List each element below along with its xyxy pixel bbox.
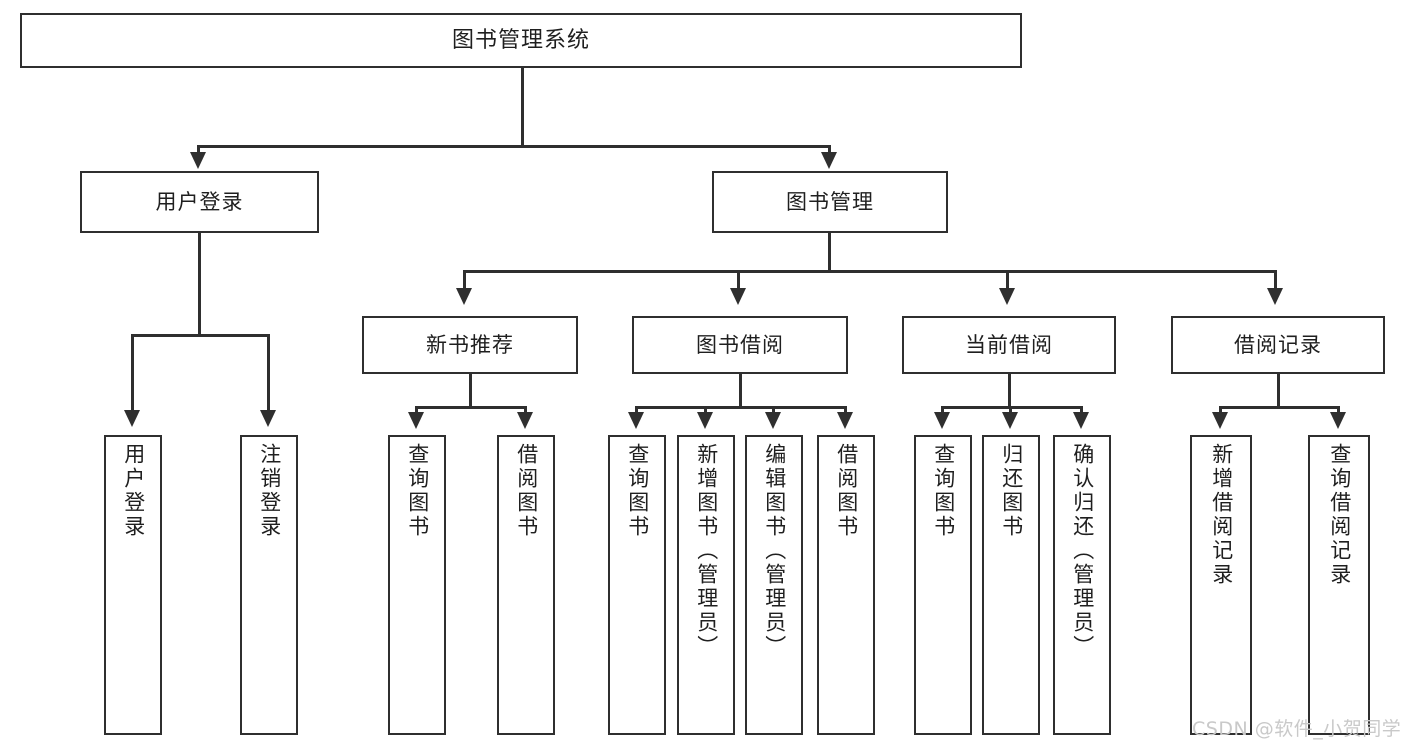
arrow-to-borrow-record	[1267, 288, 1283, 305]
leaf-label: 借阅图书	[514, 443, 539, 539]
leaf-edit-book-admin[interactable]: 编辑图书（管理员）	[745, 435, 803, 735]
arrow-to-leaf-add-book	[697, 412, 713, 429]
leaf-confirm-return-admin[interactable]: 确认归还（管理员）	[1053, 435, 1111, 735]
node-label: 图书管理	[786, 189, 874, 214]
arrow-to-leaf-add-record	[1212, 412, 1228, 429]
arrow-to-leaf-logout	[260, 410, 276, 427]
leaf-borrow-book[interactable]: 借阅图书	[817, 435, 875, 735]
arrow-to-leaf-user-login	[124, 410, 140, 427]
node-new-book-recommend[interactable]: 新书推荐	[362, 316, 578, 374]
node-label: 用户登录	[155, 189, 244, 214]
connector-current-borrow-stem	[1008, 374, 1011, 406]
connector-to-borrow-record	[1274, 270, 1277, 292]
leaf-user-login[interactable]: 用户登录	[104, 435, 162, 735]
arrow-to-leaf-confirm-return	[1073, 412, 1089, 429]
leaf-label: 查询借阅记录	[1327, 443, 1352, 587]
node-borrow-record[interactable]: 借阅记录	[1171, 316, 1385, 374]
leaf-label: 查询图书	[405, 443, 430, 539]
leaf-label: 编辑图书（管理员）	[762, 443, 787, 659]
leaf-label: 新增图书（管理员）	[694, 443, 719, 659]
connector-book-borrow-stem	[739, 374, 742, 406]
connector-to-current-borrow	[1006, 270, 1009, 292]
node-current-borrow[interactable]: 当前借阅	[902, 316, 1116, 374]
leaf-query-book-borrow[interactable]: 查询图书	[608, 435, 666, 735]
node-label: 借阅记录	[1234, 332, 1322, 357]
connector-book-mgmt-bar	[463, 270, 1277, 273]
connector-root-stem	[521, 68, 524, 145]
node-label: 新书推荐	[426, 332, 514, 357]
connector-borrow-record-bar	[1219, 406, 1340, 409]
leaf-return-book[interactable]: 归还图书	[982, 435, 1040, 735]
node-label: 图书管理系统	[451, 27, 590, 53]
connector-user-login-leaf-2	[267, 334, 270, 418]
connector-root-bar	[197, 145, 831, 148]
connector-new-book-stem	[469, 374, 472, 406]
leaf-add-book-admin[interactable]: 新增图书（管理员）	[677, 435, 735, 735]
leaf-logout[interactable]: 注销登录	[240, 435, 298, 735]
node-book-borrow[interactable]: 图书借阅	[632, 316, 848, 374]
leaf-add-borrow-record[interactable]: 新增借阅记录	[1190, 435, 1252, 735]
leaf-label: 用户登录	[121, 443, 146, 539]
connector-book-mgmt-stem	[828, 233, 831, 270]
leaf-query-book-current[interactable]: 查询图书	[914, 435, 972, 735]
leaf-label: 确认归还（管理员）	[1070, 443, 1095, 659]
node-book-management[interactable]: 图书管理	[712, 171, 948, 233]
connector-current-borrow-bar	[941, 406, 1083, 409]
connector-user-login-leaf-1	[131, 334, 134, 418]
leaf-label: 借阅图书	[834, 443, 859, 539]
connector-to-book-borrow	[737, 270, 740, 292]
connector-to-new-book	[463, 270, 466, 292]
leaf-borrow-book-new[interactable]: 借阅图书	[497, 435, 555, 735]
arrow-to-leaf-query-record	[1330, 412, 1346, 429]
arrow-to-leaf-borrow-book-1	[517, 412, 533, 429]
arrow-to-leaf-query-book-3	[934, 412, 950, 429]
arrow-to-book-borrow	[730, 288, 746, 305]
arrow-to-user-login	[190, 152, 206, 169]
arrow-to-new-book	[456, 288, 472, 305]
leaf-label: 注销登录	[257, 443, 282, 539]
arrow-to-leaf-return-book	[1002, 412, 1018, 429]
connector-new-book-bar	[415, 406, 527, 409]
connector-user-login-stem	[198, 233, 201, 334]
arrow-to-leaf-edit-book	[765, 412, 781, 429]
node-user-login[interactable]: 用户登录	[80, 171, 319, 233]
leaf-query-borrow-record[interactable]: 查询借阅记录	[1308, 435, 1370, 735]
arrow-to-leaf-borrow-book-2	[837, 412, 853, 429]
connector-user-login-bar	[131, 334, 270, 337]
arrow-to-book-mgmt	[821, 152, 837, 169]
node-label: 当前借阅	[965, 332, 1053, 357]
arrow-to-leaf-query-book-2	[628, 412, 644, 429]
arrow-to-current-borrow	[999, 288, 1015, 305]
connector-book-borrow-bar	[635, 406, 847, 409]
connector-borrow-record-stem	[1277, 374, 1280, 406]
node-label: 图书借阅	[696, 332, 784, 357]
leaf-label: 查询图书	[625, 443, 650, 539]
arrow-to-leaf-query-book-1	[408, 412, 424, 429]
node-root-system[interactable]: 图书管理系统	[20, 13, 1022, 68]
leaf-label: 归还图书	[999, 443, 1024, 539]
leaf-query-book-new[interactable]: 查询图书	[388, 435, 446, 735]
leaf-label: 查询图书	[931, 443, 956, 539]
leaf-label: 新增借阅记录	[1209, 443, 1234, 587]
